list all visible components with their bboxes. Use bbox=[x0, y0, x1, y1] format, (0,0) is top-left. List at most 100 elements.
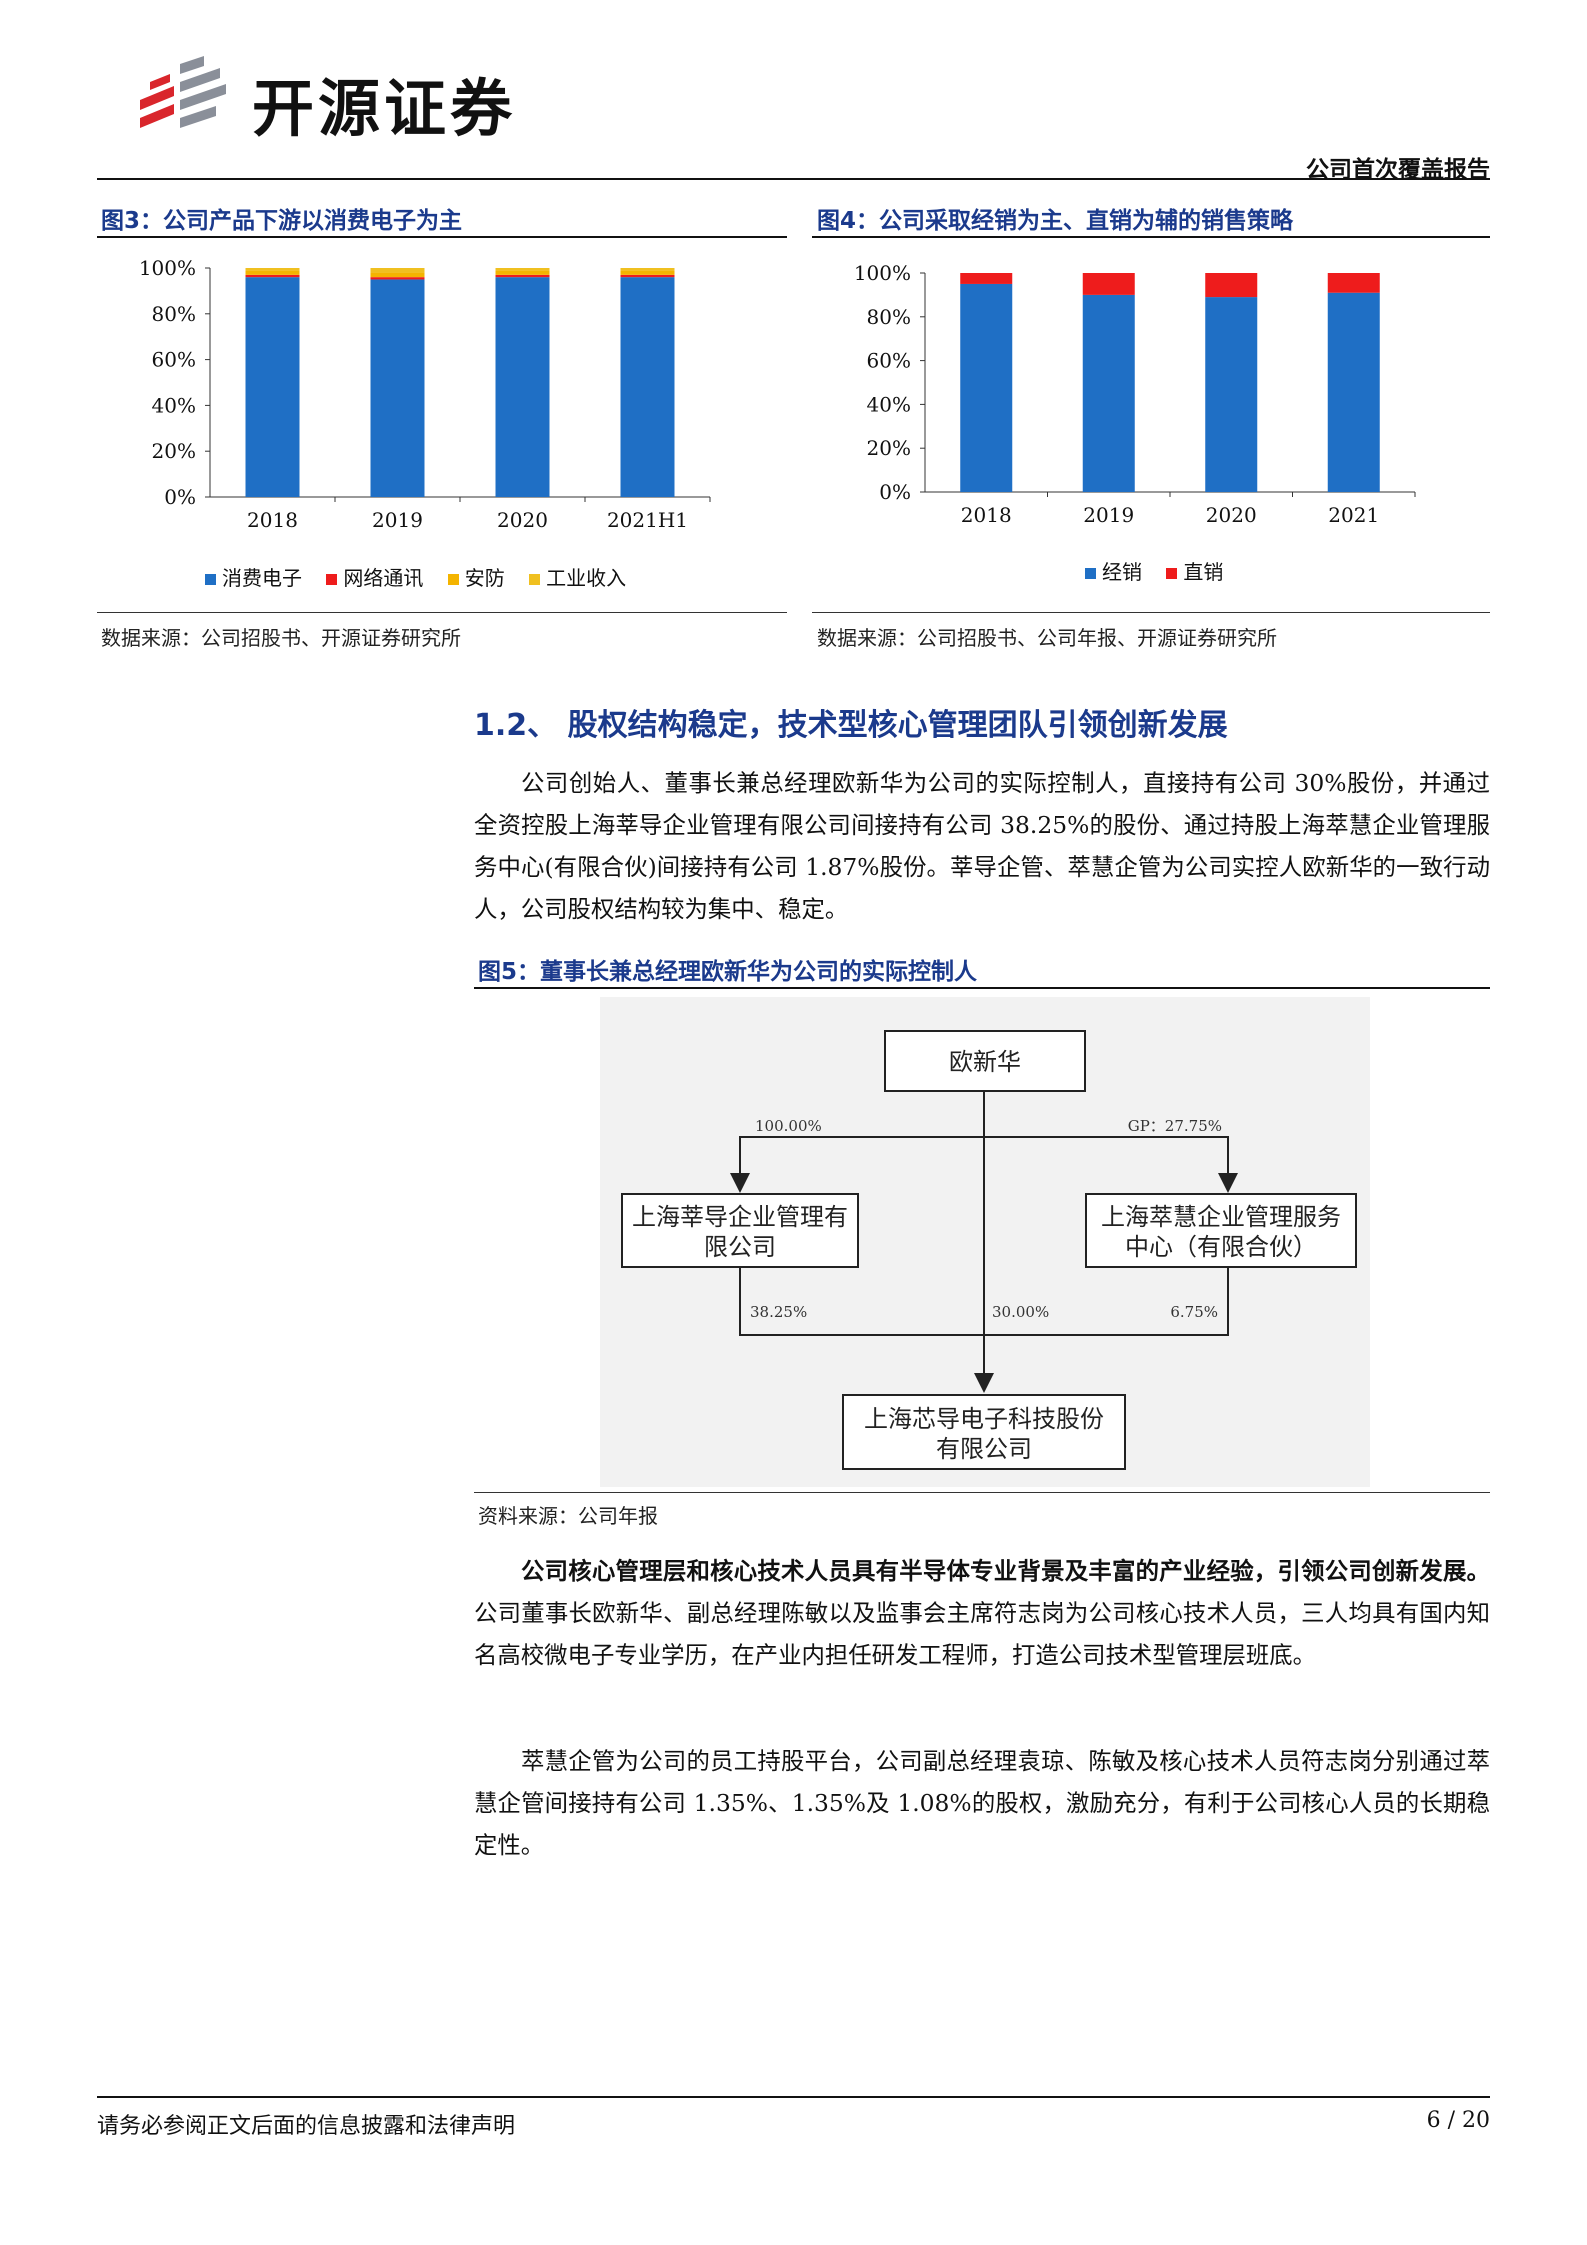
figure4-bottom-rule bbox=[812, 612, 1490, 613]
figure3-chart: 0% 20% 40% 60% 80% 100% 2018 2019 2020 2021H1 bbox=[139, 256, 711, 532]
page-number: 6 / 20 bbox=[1426, 2108, 1490, 2133]
paragraph-3-text: 萃慧企管为公司的员工持股平台，公司副总经理袁琼、陈敏及核心技术人员符志岗分别通过… bbox=[474, 1747, 1490, 1859]
figure4-legend: 经销 直销 bbox=[1085, 556, 1241, 585]
figure5-title: 图5：董事长兼总经理欧新华为公司的实际控制人 bbox=[478, 959, 978, 985]
fig3-bar-1-3 bbox=[620, 274, 675, 278]
brand-name: 开源证券 bbox=[252, 72, 517, 145]
edge-label-to-right: GP：27.75% bbox=[1128, 1117, 1222, 1135]
legend-item: 工业收入 bbox=[529, 566, 626, 590]
node-xindao-label: 上海芯导电子科技股份 bbox=[864, 1405, 1104, 1433]
section-heading: 1.2、 股权结构稳定，技术型核心管理团队引领创新发展 bbox=[474, 708, 1228, 743]
fig4-bar-0-1 bbox=[1082, 294, 1135, 492]
fig3-x-tick-label: 2018 bbox=[247, 508, 298, 532]
figure5-source: 资料来源：公司年报 bbox=[478, 1504, 658, 1528]
header-divider bbox=[97, 178, 1490, 180]
kaiyuan-logo-icon bbox=[130, 52, 240, 144]
figure3-legend: 消费电子 网络通讯 安防 工业收入 bbox=[205, 562, 644, 591]
figure4-source: 数据来源：公司招股书、公司年报、开源证券研究所 bbox=[817, 626, 1277, 650]
fig3-bar-2-1 bbox=[370, 272, 425, 278]
figure3-title: 图3：公司产品下游以消费电子为主 bbox=[101, 208, 463, 234]
fig3-bar-0-2 bbox=[495, 277, 550, 497]
node-xindao-label: 有限公司 bbox=[936, 1435, 1032, 1463]
edge-top-left bbox=[730, 1136, 984, 1193]
fig4-bar-1-3 bbox=[1327, 273, 1380, 293]
legend-item: 消费电子 bbox=[205, 566, 302, 590]
fig3-bar-3-1 bbox=[370, 268, 425, 273]
paragraph-3: 萃慧企管为公司的员工持股平台，公司副总经理袁琼、陈敏及核心技术人员符志岗分别通过… bbox=[474, 1740, 1490, 1866]
fig4-bar-1-1 bbox=[1082, 273, 1135, 295]
ownership-diagram: 欧新华 上海莘导企业管理有 限公司 上海萃慧企业管理服务 中心（有限合伙） 上海… bbox=[600, 997, 1370, 1487]
legend-label: 经销 bbox=[1102, 560, 1142, 584]
fig4-bar-0-3 bbox=[1327, 292, 1380, 492]
fig4-y-tick-label: 80% bbox=[867, 305, 911, 329]
node-cuihui-label: 中心（有限合伙） bbox=[1125, 1233, 1317, 1261]
fig4-x-tick-label: 2019 bbox=[1083, 503, 1134, 527]
fig3-bar-3-0 bbox=[245, 268, 300, 271]
fig4-bar-1-0 bbox=[960, 273, 1013, 284]
figure3-bottom-rule bbox=[97, 612, 787, 613]
node-ouxinhua-label: 欧新华 bbox=[949, 1048, 1021, 1076]
fig4-y-tick-label: 40% bbox=[867, 392, 911, 416]
paragraph-1-text: 公司创始人、董事长兼总经理欧新华为公司的实际控制人，直接持有公司 30%股份，并… bbox=[474, 769, 1490, 923]
legend-label: 直销 bbox=[1183, 560, 1224, 584]
fig3-bar-1-2 bbox=[495, 274, 550, 278]
node-shendao bbox=[621, 1193, 859, 1268]
fig4-bar-1-2 bbox=[1205, 273, 1258, 298]
fig3-y-tick-label: 20% bbox=[152, 439, 196, 463]
fig4-y-tick-label: 100% bbox=[854, 261, 911, 285]
legend-label: 工业收入 bbox=[546, 566, 627, 590]
fig3-bar-2-0 bbox=[245, 270, 300, 275]
fig4-x-tick-label: 2020 bbox=[1206, 503, 1257, 527]
fig3-bar-2-2 bbox=[495, 270, 550, 275]
node-xindao bbox=[842, 1394, 1126, 1470]
edge-label-left-bottom: 38.25% bbox=[750, 1303, 807, 1321]
edge-top-right bbox=[984, 1136, 1238, 1193]
paragraph-1: 公司创始人、董事长兼总经理欧新华为公司的实际控制人，直接持有公司 30%股份，并… bbox=[474, 762, 1490, 930]
figure5-title-rule bbox=[474, 987, 1490, 989]
edge-bottom-join bbox=[739, 1267, 1229, 1336]
legend-label: 网络通讯 bbox=[343, 566, 424, 590]
footer-disclaimer: 请务必参阅正文后面的信息披露和法律声明 bbox=[97, 2114, 516, 2139]
fig3-bar-0-3 bbox=[620, 277, 675, 497]
paragraph-2-text: 公司董事长欧新华、副总经理陈敏以及监事会主席符志岗为公司核心技术人员，三人均具有… bbox=[474, 1599, 1490, 1669]
figure4-title-rule bbox=[812, 236, 1490, 238]
node-ouxinhua bbox=[884, 1030, 1086, 1092]
fig3-y-tick-label: 80% bbox=[152, 302, 196, 326]
fig3-bar-0-0 bbox=[245, 277, 300, 497]
fig3-x-tick-label: 2020 bbox=[497, 508, 548, 532]
fig4-bar-0-2 bbox=[1205, 297, 1258, 492]
fig3-bar-2-3 bbox=[620, 270, 675, 275]
fig3-bar-1-1 bbox=[370, 277, 425, 280]
fig3-x-tick-label: 2021H1 bbox=[607, 508, 688, 532]
node-shendao-label: 上海莘导企业管理有 bbox=[632, 1203, 848, 1231]
edge-label-to-left: 100.00% bbox=[755, 1117, 822, 1135]
node-cuihui bbox=[1085, 1193, 1357, 1268]
legend-item: 直销 bbox=[1166, 560, 1223, 584]
node-cuihui-label: 上海萃慧企业管理服务 bbox=[1101, 1203, 1341, 1231]
figure3-title-rule bbox=[97, 236, 787, 238]
node-shendao-label: 限公司 bbox=[704, 1233, 776, 1261]
fig3-bar-3-3 bbox=[620, 268, 675, 271]
edge-label-top-bottom: 30.00% bbox=[992, 1303, 1049, 1321]
fig3-y-tick-label: 100% bbox=[139, 256, 196, 280]
legend-item: 网络通讯 bbox=[326, 566, 423, 590]
fig3-x-tick-label: 2019 bbox=[372, 508, 423, 532]
fig4-y-tick-label: 20% bbox=[867, 436, 911, 460]
fig4-x-tick-label: 2021 bbox=[1328, 503, 1379, 527]
figure5-bottom-rule bbox=[474, 1492, 1490, 1493]
legend-label: 安防 bbox=[464, 566, 505, 590]
fig3-bar-3-2 bbox=[495, 268, 550, 271]
paragraph-2-lead: 公司核心管理层和核心技术人员具有半导体专业背景及丰富的产业经验，引领公司创新发展… bbox=[521, 1557, 1490, 1585]
fig3-y-tick-label: 0% bbox=[164, 485, 196, 509]
fig3-y-tick-label: 60% bbox=[152, 348, 196, 372]
fig4-y-tick-label: 0% bbox=[879, 480, 911, 504]
figure3-source: 数据来源：公司招股书、开源证券研究所 bbox=[101, 626, 461, 650]
legend-item: 安防 bbox=[447, 566, 505, 590]
edge-label-right-bottom: 6.75% bbox=[1170, 1303, 1218, 1321]
figure4-title: 图4：公司采取经销为主、直销为辅的销售策略 bbox=[817, 208, 1294, 234]
legend-label: 消费电子 bbox=[222, 566, 302, 590]
legend-item: 经销 bbox=[1085, 560, 1142, 584]
paragraph-2: 公司核心管理层和核心技术人员具有半导体专业背景及丰富的产业经验，引领公司创新发展… bbox=[474, 1550, 1490, 1676]
fig3-y-tick-label: 40% bbox=[152, 393, 196, 417]
